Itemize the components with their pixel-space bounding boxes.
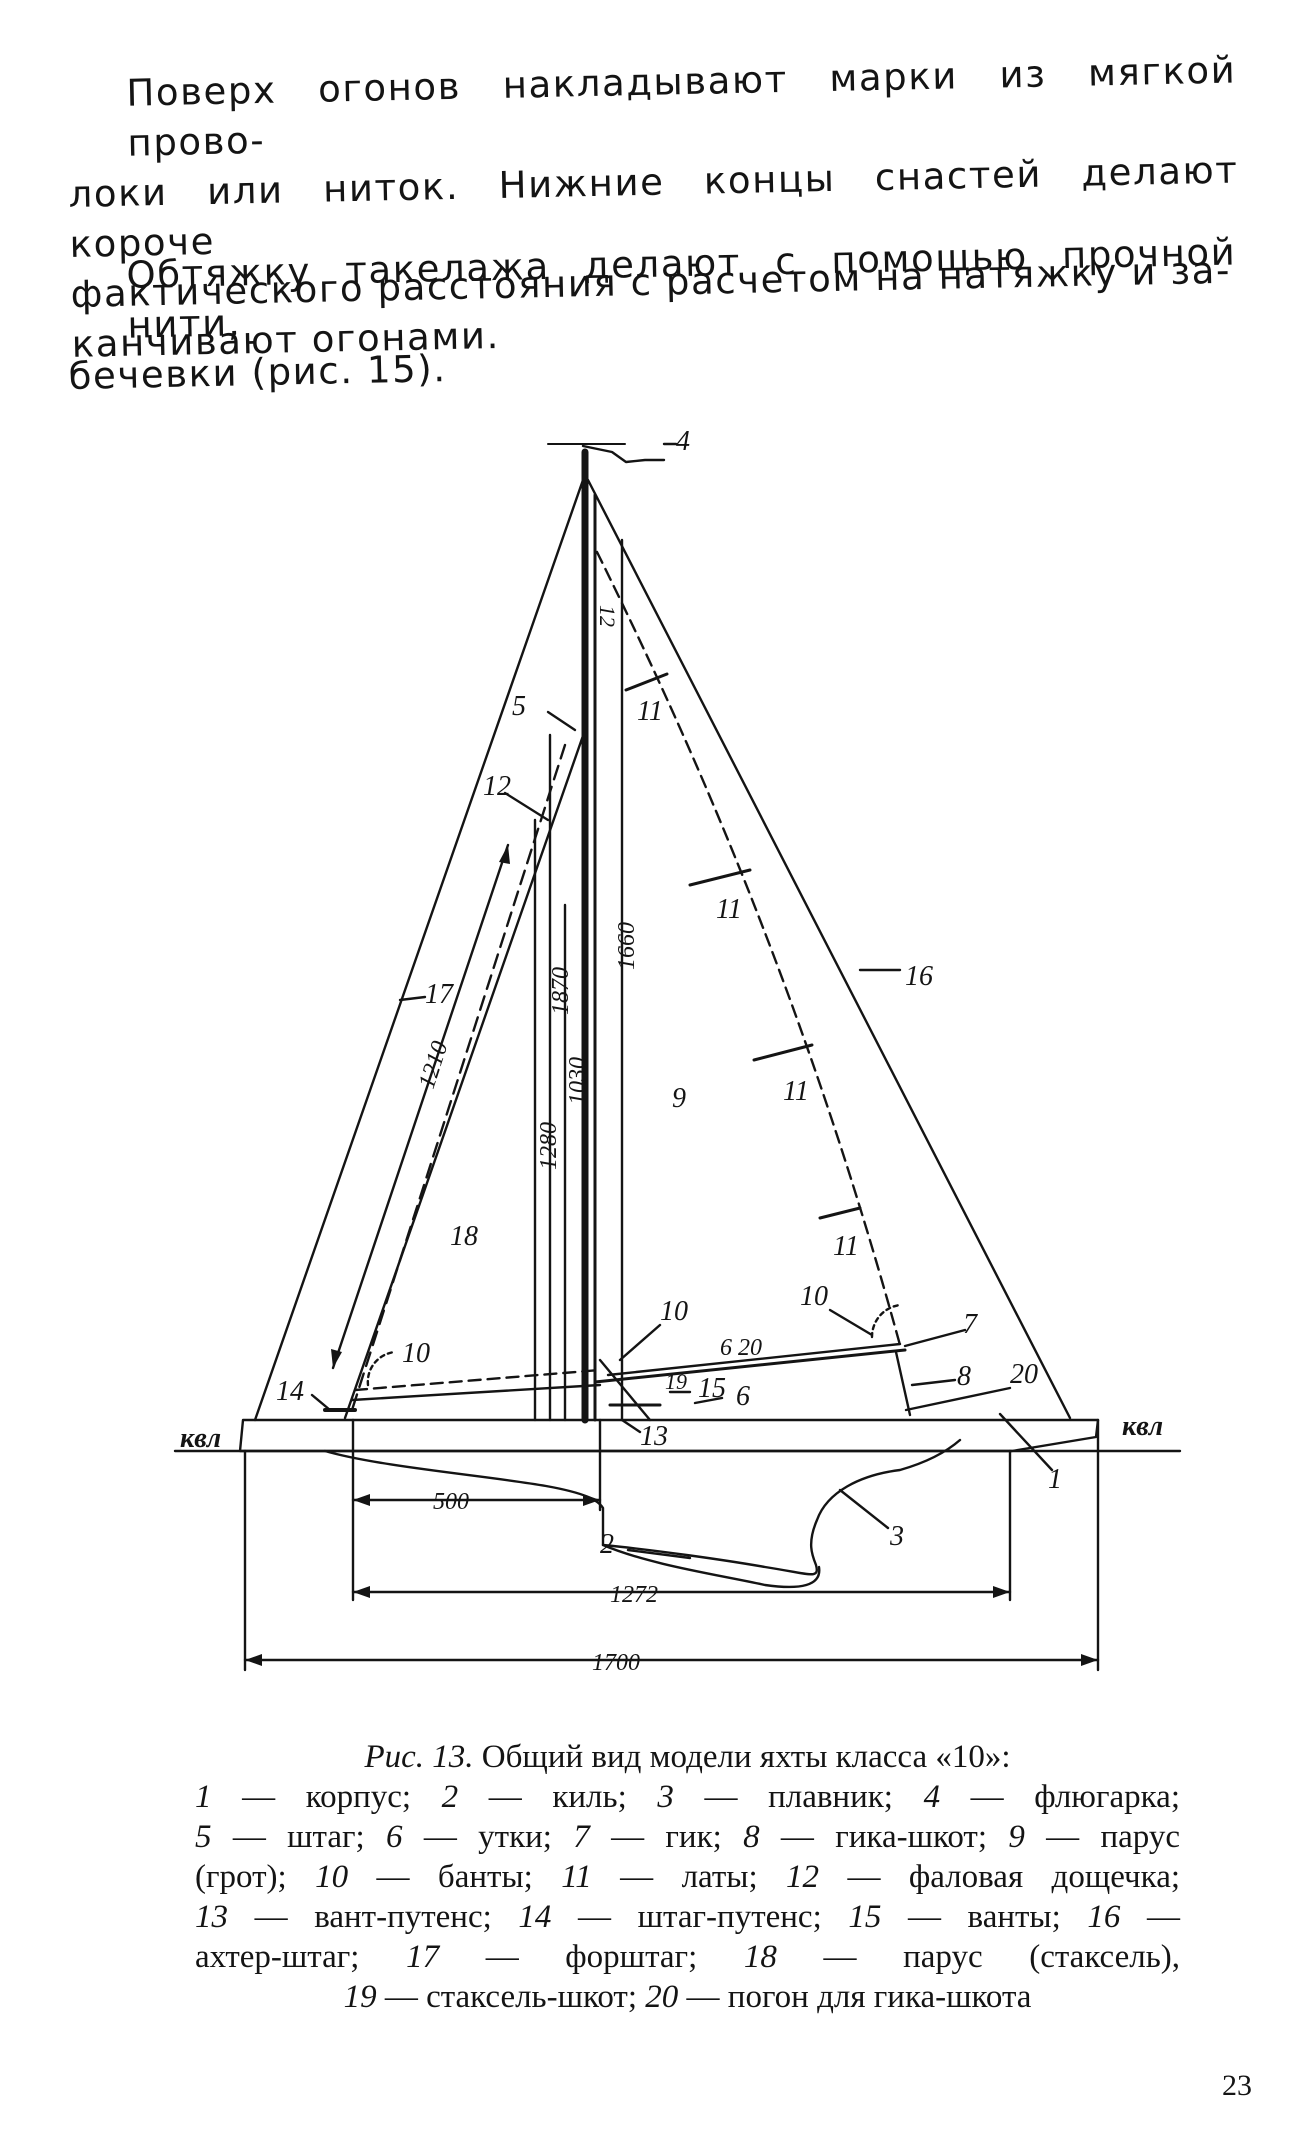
banty-arc-2 <box>870 1303 902 1339</box>
label-19: 19 <box>665 1369 687 1394</box>
arrow-1210-top <box>499 845 510 864</box>
dim-500: 500 <box>433 1489 469 1515</box>
label-4: 4 <box>676 426 690 457</box>
wind-vane <box>581 444 666 464</box>
dim-1272: 1272 <box>610 1582 658 1608</box>
jib-foot <box>353 1368 602 1392</box>
dim-1210-line <box>331 843 510 1370</box>
caption-line-2: 1 — корпус; 2 — киль; 3 — плавник; 4 — ф… <box>195 1779 1180 1815</box>
leader-8 <box>910 1378 957 1387</box>
leader-5 <box>546 710 577 732</box>
label-7: 7 <box>963 1309 978 1340</box>
main-boom-foot <box>606 1342 902 1377</box>
leader-1 <box>998 1412 1054 1472</box>
dim-1280: 1280 <box>536 1122 562 1170</box>
arrow-1210-bottom <box>331 1349 342 1368</box>
dim-1870: 1870 <box>548 967 574 1015</box>
label-20: 20 <box>1010 1359 1038 1390</box>
label-6: 6 <box>736 1381 750 1412</box>
jib-boom <box>350 1383 602 1402</box>
arrow-1700-right <box>1081 1654 1098 1666</box>
label-11b: 11 <box>716 894 742 925</box>
label-1: 1 <box>1048 1464 1062 1495</box>
dim-1660: 1660 <box>614 922 640 970</box>
label-10b: 10 <box>660 1296 688 1327</box>
label-kvl-left: квл <box>180 1423 221 1454</box>
jib-luff <box>350 743 567 1412</box>
hull-outline <box>238 1418 1100 1453</box>
leader-10a <box>618 1323 662 1362</box>
label-11a: 11 <box>637 696 663 727</box>
batten-3 <box>752 1043 814 1062</box>
batten-1 <box>624 672 669 692</box>
dim-1700: 1700 <box>592 1650 640 1676</box>
label-10c: 10 <box>800 1281 828 1312</box>
leader-12 <box>503 791 550 822</box>
banty-arc-1 <box>366 1350 397 1387</box>
leader-20 <box>904 1386 1012 1412</box>
dim-1030: 1030 <box>565 1057 591 1105</box>
label-13: 13 <box>640 1421 668 1452</box>
dim-620: 6 20 <box>720 1335 762 1361</box>
batten-2 <box>688 868 752 887</box>
jib-stay <box>343 728 587 1420</box>
arrow-500-right <box>583 1494 600 1506</box>
label-11d: 11 <box>833 1231 859 1262</box>
label-14: 14 <box>276 1376 304 1407</box>
main-sheet <box>894 1350 912 1417</box>
leader-13 <box>620 1418 642 1434</box>
main-boom <box>593 1348 907 1384</box>
page-number: 23 <box>1222 2069 1252 2102</box>
label-8: 8 <box>957 1361 971 1392</box>
label-12-top: 12 <box>595 605 620 627</box>
caption-line-6: ахтер-штаг; 17 — форштаг; 18 — парус (ст… <box>195 1939 1180 1975</box>
keel-fin <box>323 1438 962 1576</box>
leader-2 <box>626 1548 692 1560</box>
arrow-1700-left <box>245 1654 262 1666</box>
label-kvl-right: квл <box>1122 1411 1163 1442</box>
label-16: 16 <box>905 961 933 992</box>
leader-10b <box>828 1308 874 1337</box>
label-3: 3 <box>889 1521 904 1552</box>
mainsail-leech <box>595 550 902 1347</box>
shroud <box>598 1358 652 1422</box>
caption-line-5: 13 — вант-путенс; 14 — штаг-путенс; 15 —… <box>195 1899 1180 1935</box>
batten-4 <box>818 1206 862 1220</box>
arrow-1272-left <box>353 1586 370 1598</box>
leader-7 <box>903 1328 967 1348</box>
label-18: 18 <box>450 1221 478 1252</box>
leader-6 <box>693 1396 724 1405</box>
caption-line-3: 5 — штаг; 6 — утки; 7 — гик; 8 — гика-шк… <box>195 1819 1180 1855</box>
label-17: 17 <box>425 979 454 1010</box>
arrow-500-left <box>353 1494 370 1506</box>
keel-bulb <box>601 1543 821 1589</box>
label-5: 5 <box>512 691 526 722</box>
caption-line-4: (грот); 10 — банты; 11 — латы; 12 — фало… <box>195 1859 1181 1895</box>
label-12-left: 12 <box>483 771 511 802</box>
caption-line-7: 19 — стаксель-шкот; 20 — погон для гика-… <box>343 1979 1032 2015</box>
label-9: 9 <box>672 1083 686 1114</box>
arrow-1272-right <box>993 1586 1010 1598</box>
figure-caption: Рис. 13. Общий вид модели яхты класса «1… <box>195 1737 1180 2017</box>
label-10a: 10 <box>402 1338 430 1369</box>
label-11c: 11 <box>783 1076 809 1107</box>
caption-line-1: Рис. 13. Общий вид модели яхты класса «1… <box>364 1739 1011 1775</box>
leader-14 <box>310 1393 332 1412</box>
dim-1210: 1210 <box>414 1038 454 1092</box>
backstay <box>586 478 1072 1420</box>
label-15: 15 <box>698 1373 726 1404</box>
leader-17 <box>398 995 427 1002</box>
leader-3 <box>838 1488 890 1530</box>
label-2: 2 <box>600 1529 614 1560</box>
forestay <box>253 478 585 1422</box>
